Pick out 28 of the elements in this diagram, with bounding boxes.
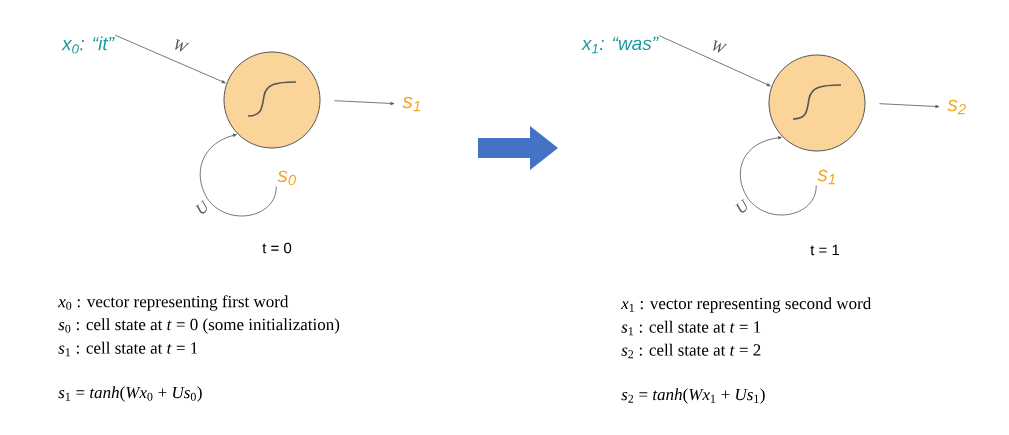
equation: s$_{1}$ = tanh(Wx$_{0}$ + Us$_{0}$) xyxy=(58,386,202,402)
time-label: t = 1 xyxy=(810,244,840,256)
neuron-circle xyxy=(768,54,866,152)
definition-text: s$_{0}$ : cell state at t = 0 (some initialization) xyxy=(58,318,340,334)
state-label: s$_{2}$ xyxy=(947,99,966,115)
definition-text: x$_{0}$ : vector representing first word xyxy=(58,295,289,311)
arrow xyxy=(879,103,940,108)
equation: s$_{2}$ = tanh(Wx$_{1}$ + Us$_{1}$) xyxy=(621,388,765,404)
definition-text: s$_{2}$ : cell state at t = 2 xyxy=(621,343,761,359)
definition-text: s$_{1}$ : cell state at t = 1 xyxy=(621,320,761,336)
arrow xyxy=(334,100,395,105)
state-label: s$_{1}$ xyxy=(817,169,835,185)
arrow xyxy=(658,35,771,87)
definition-text: x$_{1}$ : vector representing second word xyxy=(621,297,872,313)
time-label: t = 0 xyxy=(262,242,292,254)
arrow xyxy=(114,34,226,84)
neuron-circle xyxy=(223,51,321,149)
edge-label: U xyxy=(735,198,747,213)
edge-label: U xyxy=(195,199,207,214)
edge-label: W xyxy=(175,39,190,52)
definition-text: s$_{1}$ : cell state at t = 1 xyxy=(58,341,198,357)
arrow xyxy=(740,136,817,216)
input-label: x$_{0}$: “it” xyxy=(61,36,115,54)
state-label: s$_{0}$ xyxy=(277,170,296,186)
input-label: x$_{1}$: “was” xyxy=(581,36,659,54)
edge-label: W xyxy=(713,40,728,53)
arrow xyxy=(199,133,277,217)
state-label: s$_{1}$ xyxy=(402,96,420,112)
